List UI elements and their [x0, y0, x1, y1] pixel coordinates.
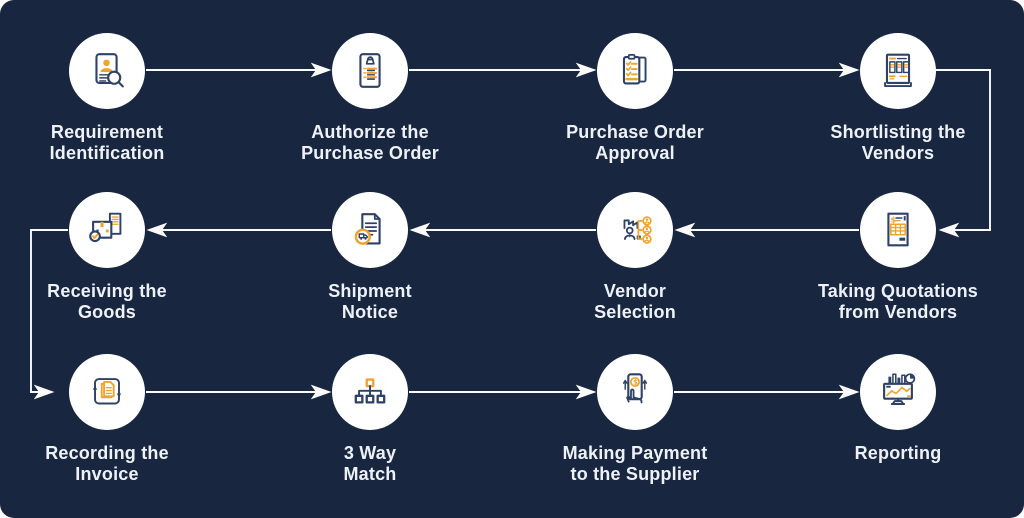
step-circle	[332, 354, 408, 430]
step-circle	[597, 33, 673, 109]
step-label-line: Authorize the	[311, 122, 429, 142]
step-label: Receiving the Goods	[47, 281, 167, 323]
step-three-way-match: 3 Way Match	[260, 354, 480, 485]
step-label-line: Match	[343, 464, 397, 484]
step-label-line: Taking Quotations	[817, 281, 979, 301]
step-purchase-order-approval: Purchase Order Approval	[525, 33, 745, 164]
step-label-line: Approval	[595, 143, 675, 163]
step-circle	[597, 192, 673, 268]
step-circle	[69, 354, 145, 430]
step-label-line: Recording the	[45, 443, 169, 463]
step-circle	[332, 33, 408, 109]
shipping-document-icon	[354, 213, 381, 245]
step-label-line: Selection	[594, 302, 676, 322]
step-label-line: Purchase Order	[301, 143, 439, 163]
step-circle	[860, 33, 936, 109]
svg-text:$: $	[633, 378, 638, 387]
step-shipment-notice: Shipment Notice	[260, 192, 480, 323]
step-shortlisting-vendors: Shortlisting the Vendors	[788, 33, 1008, 164]
step-label: Taking Quotations from Vendors	[818, 281, 978, 323]
step-circle: $	[597, 354, 673, 430]
step-label-line: Receiving the	[47, 281, 167, 301]
order-list-icon	[359, 53, 381, 88]
step-label: Making Payment to the Supplier	[563, 443, 708, 485]
goods-box-check-icon	[89, 212, 122, 243]
step-label: Vendor Selection	[594, 281, 676, 323]
step-label-line: Making Payment	[562, 443, 708, 463]
step-label-line: Goods	[77, 302, 136, 322]
mobile-payment-icon: $	[622, 373, 648, 404]
step-label-line: from Vendors	[838, 302, 958, 322]
step-circle	[69, 33, 145, 109]
step-label: Authorize the Purchase Order	[301, 122, 439, 164]
step-label-line: Invoice	[75, 464, 139, 484]
step-label-line: 3 Way	[343, 443, 397, 463]
svg-text:$: $	[891, 214, 897, 224]
step-label: Shipment Notice	[328, 281, 412, 323]
step-label: Recording the Invoice	[45, 443, 169, 485]
vendor-branch-icon	[623, 216, 652, 244]
step-label-line: Identification	[49, 143, 165, 163]
step-label: 3 Way Match	[343, 443, 396, 485]
step-taking-quotations: $ Taking Quotations from Vendors	[788, 192, 1008, 323]
step-recording-invoice: Recording the Invoice	[0, 354, 217, 485]
step-label-line: Reporting	[854, 443, 942, 463]
vendor-table-icon	[884, 53, 912, 88]
step-label: Reporting	[855, 443, 942, 464]
step-reporting: Reporting	[788, 354, 1008, 464]
step-requirement-identification: Requirement Identification	[0, 33, 217, 164]
step-label: Shortlisting the Vendors	[830, 122, 965, 164]
step-label-line: Notice	[341, 302, 399, 322]
analytics-monitor-icon	[883, 373, 916, 405]
step-label-line: Vendors	[861, 143, 935, 163]
invoice-sync-icon	[92, 378, 122, 405]
step-circle	[860, 354, 936, 430]
quotation-invoice-icon: $	[887, 212, 909, 247]
step-label-line: to the Supplier	[570, 464, 700, 484]
step-making-payment: $ Making Payment to the Supplier	[525, 354, 745, 485]
clipboard-check-icon	[622, 54, 647, 85]
id-card-search-icon	[95, 53, 124, 88]
step-label-line: Shipment	[328, 281, 412, 301]
step-label-line: Vendor	[603, 281, 667, 301]
step-vendor-selection: Vendor Selection	[525, 192, 745, 323]
step-label-line: Purchase Order	[566, 122, 704, 142]
step-circle: $	[860, 192, 936, 268]
step-label-line: Shortlisting the	[830, 122, 966, 142]
step-label-line: Requirement	[50, 122, 164, 142]
hierarchy-icon	[354, 378, 386, 404]
step-label: Requirement Identification	[50, 122, 165, 164]
step-authorize-purchase-order: Authorize the Purchase Order	[260, 33, 480, 164]
step-receiving-goods: Receiving the Goods	[0, 192, 217, 323]
step-label: Purchase Order Approval	[566, 122, 704, 164]
step-circle	[332, 192, 408, 268]
step-circle	[69, 192, 145, 268]
